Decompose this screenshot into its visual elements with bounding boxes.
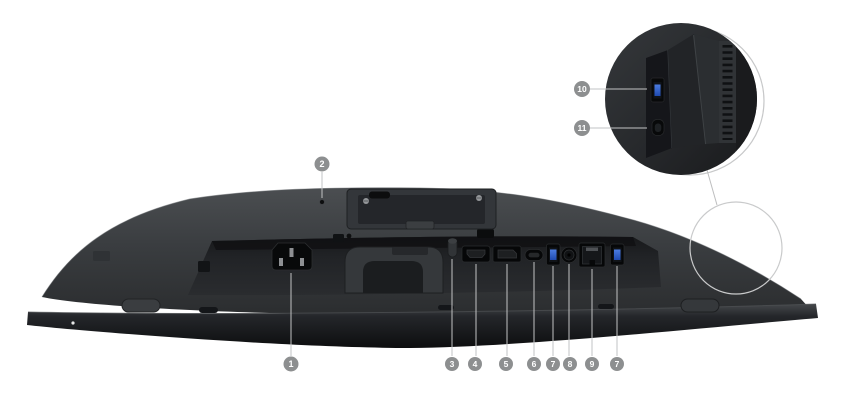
callout-circle bbox=[546, 357, 560, 371]
power-pin bbox=[279, 258, 283, 266]
callout-label: 7 bbox=[615, 359, 620, 369]
hump-top-notch bbox=[392, 247, 428, 255]
callout-circle bbox=[445, 357, 459, 371]
callout-label: 9 bbox=[590, 359, 595, 369]
displayport-port bbox=[492, 245, 522, 263]
right-pill-button bbox=[680, 298, 720, 313]
inset-raised-face bbox=[694, 34, 719, 144]
vesa-slot-bar bbox=[369, 191, 390, 199]
dp-opening bbox=[497, 249, 517, 259]
power-pin bbox=[300, 258, 304, 266]
security-lock-slot bbox=[319, 199, 325, 205]
power-led-dot bbox=[71, 321, 75, 325]
callout-1: 1 bbox=[283, 356, 299, 372]
bottom-slot bbox=[598, 304, 614, 309]
bottom-slot bbox=[438, 305, 454, 310]
inset-bevel-highlight bbox=[693, 34, 707, 145]
port-bay-top-shadow bbox=[212, 236, 636, 250]
inset-vent-base bbox=[719, 41, 736, 143]
callout-label: 7 bbox=[551, 359, 556, 369]
callout-label: 3 bbox=[450, 359, 455, 369]
callout-9: 9 bbox=[585, 357, 599, 371]
usba-blue-tongue bbox=[614, 249, 621, 260]
callout-circle bbox=[527, 357, 541, 371]
callout-label: 11 bbox=[578, 123, 587, 133]
callout-label: 8 bbox=[568, 359, 573, 369]
left-pill-button bbox=[121, 298, 161, 313]
hdmi-opening bbox=[466, 249, 486, 258]
callout-3: 3 bbox=[445, 357, 459, 371]
lock-slot-hole bbox=[319, 199, 325, 205]
callout-2: 2 bbox=[314, 156, 330, 172]
power-button-cap bbox=[448, 238, 457, 244]
ethernet-rj45-port bbox=[578, 242, 606, 268]
regulatory-label bbox=[93, 251, 110, 261]
usb-a-port-1 bbox=[546, 243, 561, 266]
magnified-region-circle bbox=[689, 201, 783, 295]
bay-wall-latch bbox=[198, 261, 210, 272]
bezel-band-shape bbox=[27, 304, 818, 348]
usb-c-port bbox=[524, 249, 544, 261]
callout-label: 1 bbox=[288, 359, 293, 369]
callout-circle bbox=[468, 357, 482, 371]
rj45-clip-notch bbox=[589, 260, 595, 265]
audio-center bbox=[567, 253, 571, 257]
power-pin bbox=[289, 248, 294, 257]
front-bezel-band bbox=[27, 298, 818, 348]
callout-label: 10 bbox=[577, 84, 587, 94]
callout-11: 11 bbox=[574, 120, 590, 136]
rj45-contacts bbox=[586, 247, 598, 251]
bay-corner-latch bbox=[333, 234, 344, 242]
callout-circle bbox=[314, 156, 330, 172]
usbc-opening bbox=[528, 252, 540, 258]
inset-right-shadow bbox=[736, 23, 757, 175]
hdmi-port bbox=[461, 245, 491, 263]
bay-corner-hole bbox=[346, 233, 352, 239]
side-usb-c-port bbox=[651, 119, 665, 136]
usbc-opening bbox=[654, 123, 662, 132]
callout-circle bbox=[585, 357, 599, 371]
magnifier-connector-line bbox=[706, 169, 718, 206]
callout-circle bbox=[283, 356, 299, 372]
cable-latch bbox=[477, 229, 494, 238]
callout-8: 8 bbox=[563, 357, 577, 371]
callout-label: 2 bbox=[319, 159, 324, 169]
usba-blue-tongue bbox=[654, 84, 661, 96]
callout-circle bbox=[574, 120, 590, 136]
hump-arch-opening bbox=[363, 261, 423, 293]
callout-label: 6 bbox=[532, 359, 537, 369]
stand-mount-hump bbox=[344, 246, 444, 294]
callout-circle bbox=[610, 357, 624, 371]
audio-jack-port bbox=[560, 246, 578, 264]
vesa-release-tab bbox=[405, 220, 435, 230]
callout-7a: 7 bbox=[546, 357, 560, 371]
callout-label: 4 bbox=[473, 359, 478, 369]
callout-6: 6 bbox=[527, 357, 541, 371]
callout-5: 5 bbox=[499, 357, 513, 371]
callout-circle bbox=[499, 357, 513, 371]
callout-circle bbox=[574, 81, 590, 97]
callouts: 1 2 3 4 5 6 7 8 bbox=[283, 81, 624, 372]
bottom-slot bbox=[199, 307, 218, 313]
vesa-inner bbox=[358, 195, 485, 224]
callout-4: 4 bbox=[468, 357, 482, 371]
side-usb-a-port bbox=[650, 77, 665, 103]
callout-10: 10 bbox=[574, 81, 590, 97]
leader-lines bbox=[290, 88, 647, 356]
callout-7b: 7 bbox=[610, 357, 624, 371]
callout-circle bbox=[563, 357, 577, 371]
back-panel-edge-highlight bbox=[41, 187, 802, 300]
power-connector-port bbox=[271, 242, 313, 271]
usba-blue-tongue bbox=[550, 249, 557, 260]
callout-label: 5 bbox=[504, 359, 509, 369]
usb-a-port-2 bbox=[610, 243, 625, 266]
vesa-mount-recess bbox=[346, 188, 497, 230]
power-button bbox=[447, 238, 458, 258]
